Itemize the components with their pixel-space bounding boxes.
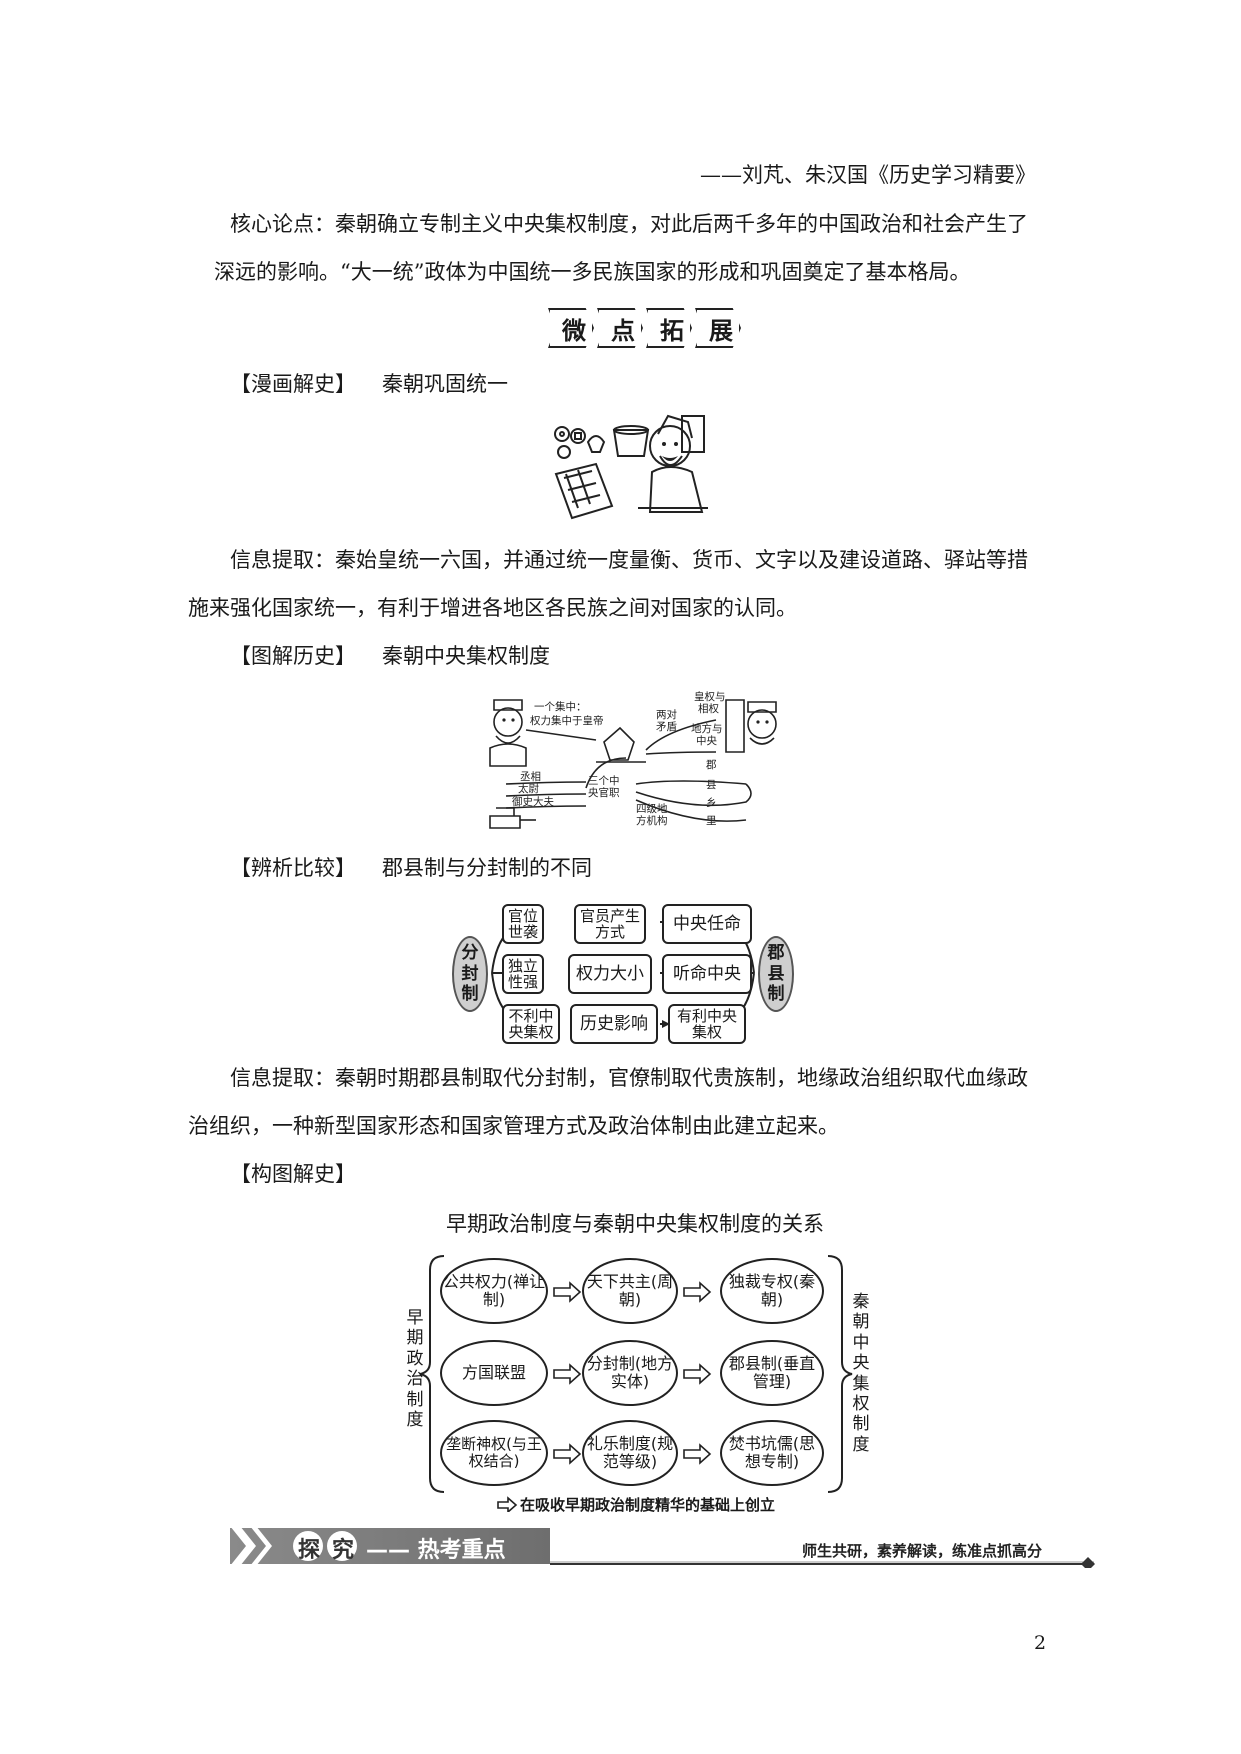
svg-text:中央: 中央 bbox=[696, 734, 717, 747]
svg-text:四级地: 四级地 bbox=[636, 802, 668, 815]
svg-text:方机构: 方机构 bbox=[636, 814, 668, 827]
early-row1-col2: 天下共主(周朝) bbox=[582, 1258, 678, 1324]
manhua-tag: 【漫画解史】 bbox=[230, 372, 356, 396]
svg-text:两对: 两对 bbox=[656, 708, 677, 721]
aspect-row3: 历史影响 bbox=[570, 1004, 658, 1044]
aspect-row2: 权力大小 bbox=[568, 954, 652, 994]
goutu-tag: 【构图解史】 bbox=[230, 1162, 356, 1186]
svg-text:相权: 相权 bbox=[698, 702, 719, 715]
relationship-diagram: 早期政治制度 秦朝中央集权制度 公共权力(禅让制) 天下共主(周朝) 独裁专权(… bbox=[404, 1250, 874, 1514]
goutu-title: 早期政治制度与秦朝中央集权制度的关系 bbox=[446, 1212, 824, 1236]
fengjian-row3: 不利中央集权 bbox=[502, 1004, 560, 1044]
junxian-row3: 有利中央集权 bbox=[668, 1004, 746, 1044]
early-row2-col1: 方国联盟 bbox=[440, 1340, 548, 1406]
central-power-diagram: 一个集中： 权力集中于皇帝 两对 矛盾 皇权与 相权 地方与 中央 丞相 太尉 … bbox=[489, 690, 777, 829]
core-point-line1: 核心论点：秦朝确立专制主义中央集权制度，对此后两千多年的中国政治和社会产生了 bbox=[230, 212, 1028, 236]
early-row3-col3: 焚书坑儒(思想专制) bbox=[720, 1420, 824, 1486]
early-row3-col1: 垄断神权(与王权结合) bbox=[440, 1420, 548, 1486]
bianxi-info-line2: 治组织，一种新型国家形态和国家管理方式及政治体制由此建立起来。 bbox=[188, 1114, 839, 1138]
section-bar-char: 探 bbox=[297, 1538, 320, 1563]
junxian-row2: 听命中央 bbox=[662, 954, 752, 994]
fengjian-row1: 官位世袭 bbox=[502, 904, 544, 944]
early-row3-col2: 礼乐制度(规范等级) bbox=[582, 1420, 678, 1486]
section-bar: 探 究 —— 热考重点 师生共研，素养解读，练准点抓高分 bbox=[230, 1526, 1100, 1568]
svg-text:郡: 郡 bbox=[706, 759, 717, 771]
section-bar-slogan: 师生共研，素养解读，练准点抓高分 bbox=[802, 1542, 1043, 1560]
svg-text:乡: 乡 bbox=[706, 797, 717, 809]
section-bar-title: —— 热考重点 bbox=[366, 1538, 506, 1563]
banner-char: 拓 bbox=[646, 308, 692, 348]
svg-text:丞相: 丞相 bbox=[520, 770, 541, 783]
svg-text:三个中: 三个中 bbox=[588, 774, 620, 787]
comparison-diagram: 分封制 郡县制 官位世袭 独立性强 不利中央集权 官员产生方式 权力大小 历史影… bbox=[452, 900, 794, 1046]
early-row1-col1: 公共权力(禅让制) bbox=[440, 1258, 548, 1324]
early-row1-col3: 独裁专权(秦朝) bbox=[720, 1258, 824, 1324]
qin-system-label: 秦朝中央集权制度 bbox=[852, 1292, 870, 1455]
junxian-row1: 中央任命 bbox=[662, 904, 752, 944]
svg-text:太尉: 太尉 bbox=[518, 782, 539, 795]
bianxi-title: 郡县制与分封制的不同 bbox=[382, 856, 592, 880]
core-point-line2: 深远的影响。“大一统”政体为中国统一多民族国家的形成和巩固奠定了基本格局。 bbox=[214, 260, 971, 284]
manhua-info-line1: 信息提取：秦始皇统一六国，并通过统一度量衡、货币、文字以及建设道路、驿站等措 bbox=[230, 548, 1028, 572]
junxian-label: 郡县制 bbox=[758, 936, 794, 1012]
fengjian-row2: 独立性强 bbox=[502, 954, 544, 994]
svg-text:地方与: 地方与 bbox=[691, 722, 723, 735]
page-number: 2 bbox=[1034, 1632, 1047, 1654]
svg-text:央官职: 央官职 bbox=[588, 786, 620, 799]
bianxi-tag: 【辨析比较】 bbox=[230, 856, 356, 880]
svg-text:县: 县 bbox=[706, 779, 717, 791]
section-bar-char: 究 bbox=[331, 1538, 354, 1563]
quote-source: ——刘芃、朱汉国《历史学习精要》 bbox=[700, 163, 1036, 187]
section-banner: 微 点 拓 展 bbox=[548, 308, 741, 348]
early-system-label: 早期政治制度 bbox=[406, 1308, 424, 1430]
bianxi-info-line1: 信息提取：秦朝时期郡县制取代分封制，官僚制取代贵族制，地缘政治组织取代血缘政 bbox=[230, 1066, 1028, 1090]
aspect-row1: 官员产生方式 bbox=[574, 904, 646, 944]
goutu-footnote: 在吸收早期政治制度精华的基础上创立 bbox=[520, 1496, 776, 1514]
tujie-tag: 【图解历史】 bbox=[230, 644, 356, 668]
early-row2-col2: 分封制(地方实体) bbox=[582, 1340, 678, 1406]
svg-text:御史大夫: 御史大夫 bbox=[512, 795, 554, 808]
manhua-info-line2: 施来强化国家统一，有利于增进各地区各民族之间对国家的认同。 bbox=[188, 596, 797, 620]
svg-text:矛盾: 矛盾 bbox=[656, 721, 677, 733]
banner-char: 展 bbox=[695, 308, 741, 348]
manhua-title: 秦朝巩固统一 bbox=[382, 372, 508, 396]
tujie-title: 秦朝中央集权制度 bbox=[382, 644, 550, 668]
svg-text:里: 里 bbox=[706, 815, 717, 827]
banner-char: 微 bbox=[548, 308, 594, 348]
early-row2-col3: 郡县制(垂直管理) bbox=[720, 1340, 824, 1406]
qin-cartoon-illustration bbox=[554, 414, 708, 520]
banner-char: 点 bbox=[597, 308, 643, 348]
svg-text:一个集中：: 一个集中： bbox=[534, 700, 587, 713]
fengjian-label: 分封制 bbox=[452, 936, 488, 1012]
svg-text:皇权与: 皇权与 bbox=[694, 690, 726, 703]
svg-text:权力集中于皇帝: 权力集中于皇帝 bbox=[530, 714, 604, 727]
